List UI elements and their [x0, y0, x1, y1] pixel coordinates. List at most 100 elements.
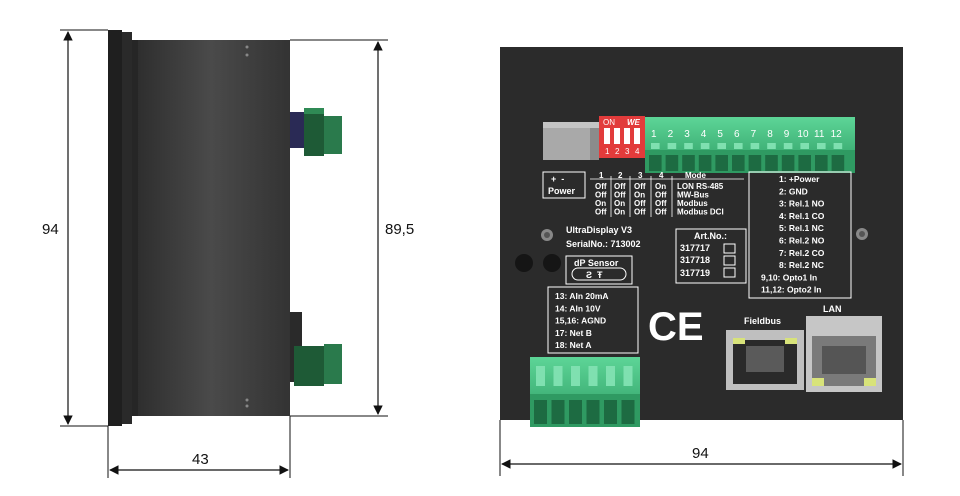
mode-table-cell: LON RS-485	[677, 182, 724, 191]
side-housing-shade	[132, 40, 138, 416]
dp-sensor-symbols: Ƨ Ŧ	[586, 270, 603, 280]
dimension-height-inner: 89,5	[290, 39, 414, 417]
side-screw-top2	[245, 45, 249, 49]
power-polarity: + -	[551, 174, 564, 184]
grey-connector	[543, 122, 599, 160]
terminal-top-screw	[667, 143, 677, 149]
terminal-top-number: 3	[684, 129, 690, 140]
terminal-top-number: 12	[831, 129, 843, 140]
side-connector-bottom	[290, 312, 342, 386]
panel-screw-right	[856, 228, 868, 240]
terminal-bottom-screw	[571, 366, 580, 386]
model-name: UltraDisplay V3	[566, 225, 632, 235]
mode-table-cell: On	[634, 191, 645, 200]
dip-num-2: 2	[615, 147, 620, 156]
pin-bottom-line: 17: Net B	[555, 328, 592, 338]
terminal-top-number: 7	[751, 129, 757, 140]
height-outer-label: 94	[42, 221, 59, 238]
terminal-top-number: 10	[797, 129, 809, 140]
side-screw-top	[245, 53, 249, 57]
dip-we-label: WE	[627, 118, 641, 127]
pin-bottom-line: 18: Net A	[555, 340, 592, 350]
terminal-top-screw	[651, 143, 660, 149]
mode-table-cell: Off	[655, 208, 667, 217]
lan-port	[806, 316, 882, 392]
power-label-box: + - Power	[542, 171, 586, 199]
mode-table-header: Mode	[685, 171, 706, 180]
terminal-bottom-screw	[588, 366, 598, 386]
terminal-bottom-screw	[536, 366, 545, 386]
mode-table-cell: Off	[634, 182, 646, 191]
mode-table-cell: Off	[634, 208, 646, 217]
pin-right-line: 5: Rel.1 NC	[779, 223, 824, 233]
terminal-top-number: 5	[717, 129, 723, 140]
side-front-bezel	[108, 30, 122, 426]
pin-right-line: 1: +Power	[779, 174, 820, 184]
mode-table-header: 2	[618, 171, 623, 180]
pin-right-line: 6: Rel.2 NO	[779, 236, 825, 246]
article-numbers-box: Art.No.: 317717 317718 317719	[675, 228, 747, 284]
fieldbus-port	[726, 330, 804, 390]
mode-table-cell: Off	[595, 208, 607, 217]
terminal-top-screw	[717, 143, 726, 149]
mode-table-header: 3	[638, 171, 643, 180]
terminal-bottom-screw	[553, 366, 563, 386]
mode-table-cell: Modbus DCI	[677, 208, 724, 217]
pin-bottom-line: 13: AIn 20mA	[555, 291, 609, 301]
side-screw-bottom	[245, 398, 249, 402]
dip-num-4: 4	[635, 147, 640, 156]
dimension-height-outer: 94	[42, 29, 108, 427]
panel-screw-left	[541, 229, 553, 241]
side-view	[108, 30, 342, 426]
terminal-top-screw	[817, 143, 826, 149]
article-item-3: 317719	[680, 268, 710, 278]
pin-right-line: 4: Rel.1 CO	[779, 211, 825, 221]
terminal-top-slot	[732, 155, 745, 171]
terminal-bottom-slot	[551, 400, 565, 424]
depth-label: 43	[192, 451, 209, 468]
side-housing	[132, 40, 290, 416]
dp-sensor-label: dP Sensor	[574, 258, 619, 268]
led-hole-1	[515, 254, 533, 272]
terminal-top-number: 4	[701, 129, 707, 140]
terminal-top-screw	[767, 143, 776, 149]
pin-bottom-line: 15,16: AGND	[555, 316, 606, 326]
mode-table-cell: Off	[595, 191, 607, 200]
terminal-top-slot	[815, 155, 828, 171]
terminal-top-slot	[798, 155, 811, 171]
mode-table-cell: On	[614, 199, 625, 208]
terminal-top-screw	[783, 143, 793, 149]
dip-on-label: ON	[603, 118, 615, 127]
terminal-bottom-slot	[621, 400, 635, 424]
terminal-top-slot	[781, 155, 795, 171]
article-checkbox-1	[723, 243, 736, 254]
terminal-top-slot	[698, 155, 712, 171]
terminal-top-screw	[700, 143, 710, 149]
mode-table-cell: Off	[614, 191, 626, 200]
dip-num-3: 3	[625, 147, 630, 156]
mode-table-cell: Off	[655, 191, 667, 200]
terminal-top-number: 9	[784, 129, 790, 140]
terminal-top-slot	[715, 155, 728, 171]
dip-switch: ON WE 1 2 3 4	[599, 116, 645, 158]
serial-number: SerialNo.: 713002	[566, 239, 641, 249]
terminal-bottom-slot	[569, 400, 582, 424]
terminal-top-screw	[833, 143, 843, 149]
mode-table-cell: On	[614, 208, 625, 217]
terminal-top-slot	[682, 155, 695, 171]
terminal-bottom-slot	[586, 400, 600, 424]
article-item-2: 317718	[680, 255, 710, 265]
terminal-top-screw	[800, 143, 809, 149]
terminal-top-number: 8	[767, 129, 773, 140]
lan-label: LAN	[823, 304, 842, 314]
pin-right-line: 11,12: Opto2 In	[761, 285, 821, 295]
fieldbus-label: Fieldbus	[744, 316, 781, 326]
mode-table-cell: On	[655, 182, 666, 191]
pin-right-line: 3: Rel.1 NO	[779, 199, 825, 209]
article-item-1: 317717	[680, 243, 710, 253]
